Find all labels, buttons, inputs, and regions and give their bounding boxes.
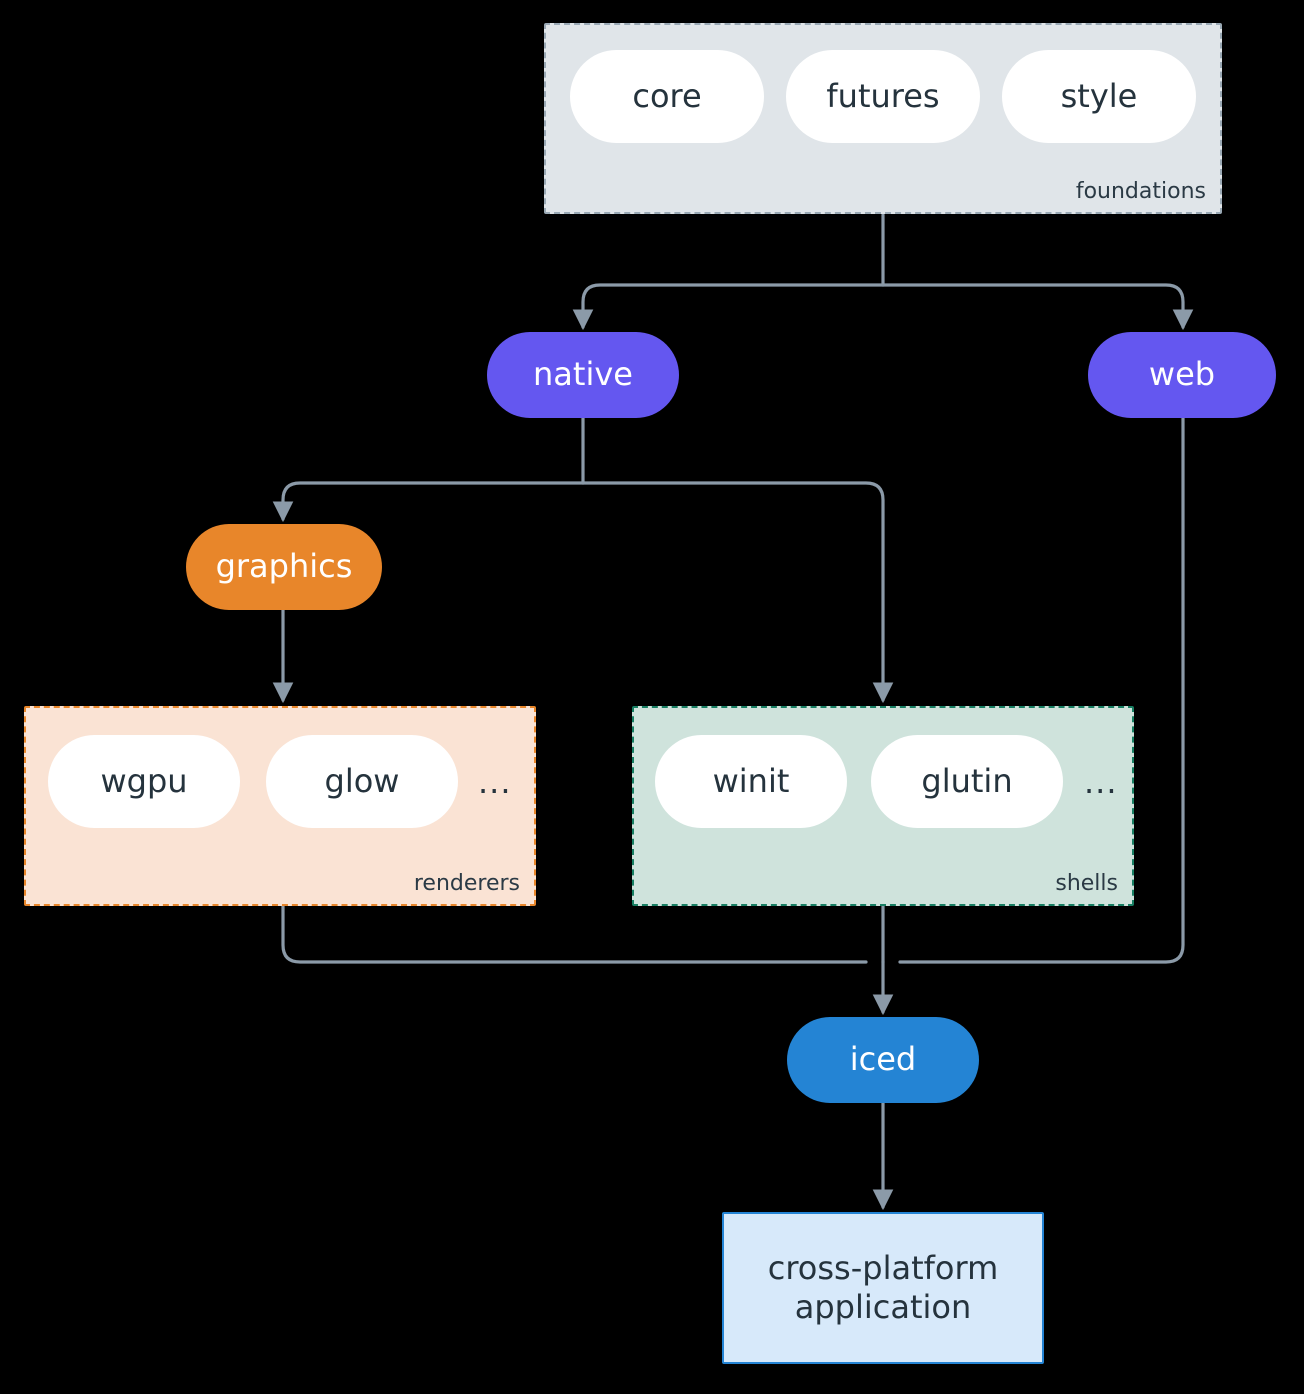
cluster-renderers-label: renderers — [413, 871, 520, 896]
node-graphics[interactable]: graphics — [186, 524, 382, 610]
cluster-shells-label: shells — [1055, 871, 1118, 896]
node-glutin-label: glutin — [921, 761, 1013, 800]
edge-foundations-to-web — [881, 283, 1194, 331]
application-line-1: cross-platform — [767, 1248, 999, 1287]
application-line-2: application — [794, 1288, 972, 1326]
renderers-ellipsis: ... — [478, 763, 512, 801]
node-web[interactable]: web — [1088, 332, 1276, 418]
edge-foundations-to-native — [572, 283, 885, 331]
node-glow-label: glow — [324, 761, 400, 800]
edge-native-to-shells — [581, 481, 894, 704]
node-graphics-label: graphics — [215, 547, 353, 586]
node-glow[interactable]: glow — [266, 735, 458, 828]
node-style-label: style — [1060, 76, 1138, 115]
node-iced-label: iced — [849, 1040, 917, 1079]
node-web-label: web — [1148, 355, 1216, 394]
node-iced[interactable]: iced — [787, 1017, 979, 1103]
edge-renderers-to-iced — [281, 904, 868, 964]
node-native[interactable]: native — [487, 332, 679, 418]
node-style[interactable]: style — [1002, 50, 1196, 143]
node-wgpu[interactable]: wgpu — [48, 735, 240, 828]
node-winit-label: winit — [712, 761, 790, 800]
node-glutin[interactable]: glutin — [871, 735, 1063, 828]
node-futures-label: futures — [826, 76, 940, 115]
node-core[interactable]: core — [570, 50, 764, 143]
node-core-label: core — [632, 76, 702, 115]
node-winit[interactable]: winit — [655, 735, 847, 828]
node-futures[interactable]: futures — [786, 50, 980, 143]
edge-native-to-graphics — [272, 481, 585, 523]
node-native-label: native — [533, 355, 633, 394]
node-cross-platform-application[interactable]: cross-platform application — [722, 1212, 1044, 1364]
cluster-foundations-label: foundations — [1075, 179, 1206, 204]
shells-ellipsis: ... — [1084, 763, 1118, 801]
node-wgpu-label: wgpu — [100, 761, 188, 800]
